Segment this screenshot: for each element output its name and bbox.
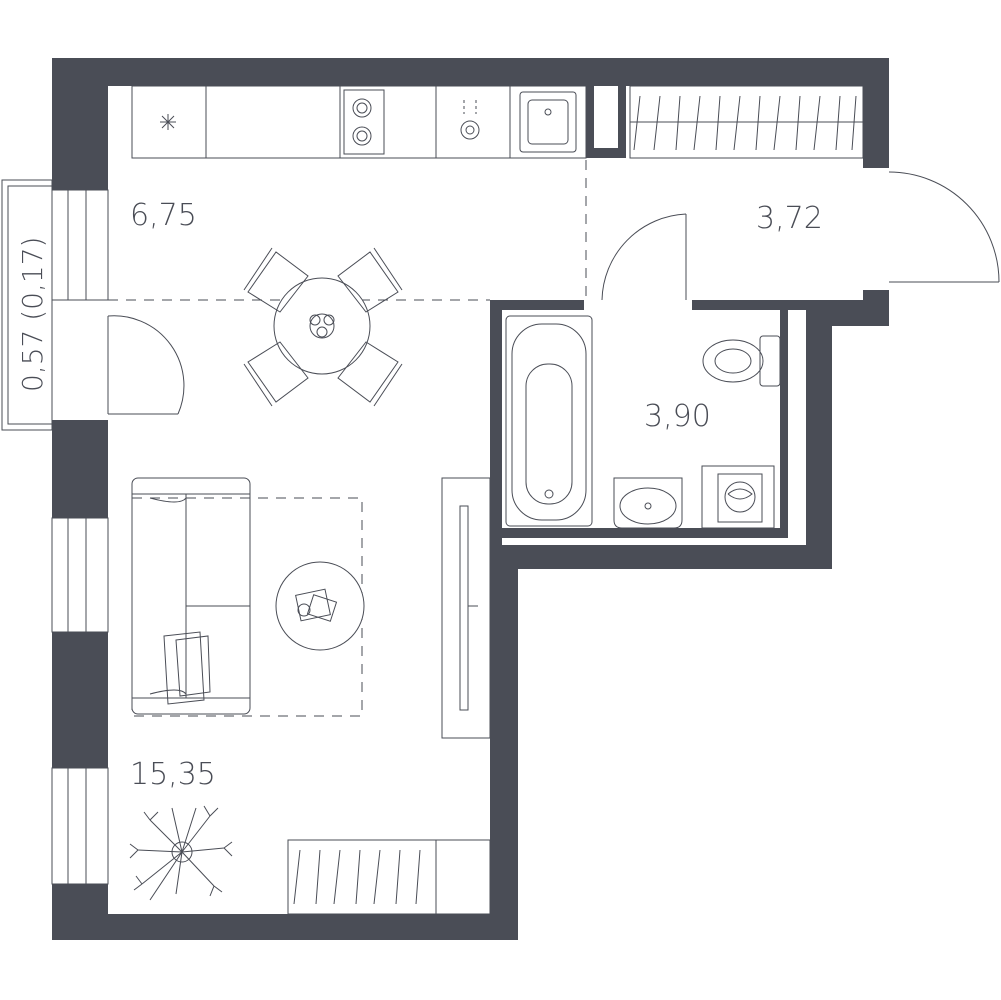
living-area-label: 15,35 [130, 757, 216, 792]
chairs [243, 247, 403, 407]
hall-wardrobe [629, 85, 864, 159]
toilet-icon [702, 335, 781, 387]
rug [131, 497, 363, 717]
windows [51, 189, 109, 885]
bathroom-sink-icon [613, 477, 683, 529]
coffee-table [275, 561, 365, 651]
balcony-area-label: 0,57 (0,17) [16, 237, 49, 392]
hall-area-label: 3,72 [756, 201, 823, 236]
faucet-icon [460, 100, 480, 140]
snowflake-icon [160, 114, 176, 130]
living-wardrobe [287, 839, 491, 915]
plant-icon [129, 805, 233, 901]
window-left-bottom [51, 767, 109, 885]
zone-dividers [108, 160, 587, 301]
window-left-top [51, 189, 109, 301]
dining-table [243, 247, 403, 407]
kitchen-area-label: 6,75 [130, 198, 197, 233]
kitchen-counter [131, 85, 587, 159]
flower-icon [309, 313, 335, 339]
washing-machine-icon [701, 465, 775, 529]
balcony-door [107, 315, 185, 415]
bathroom-fixtures [505, 315, 781, 529]
entrance-door [888, 171, 1000, 283]
area-labels: 6,75 3,72 3,90 15,35 0,57 (0,17) [16, 198, 823, 792]
cooktop-icon [343, 89, 385, 155]
bathroom-area-label: 3,90 [644, 399, 711, 434]
doors [107, 171, 1000, 415]
sofa [131, 477, 251, 715]
bathroom-door [601, 213, 687, 301]
pillow-icon [163, 631, 211, 705]
walls [52, 58, 889, 940]
kitchen-sink-icon [519, 91, 577, 153]
window-left-mid [51, 517, 109, 633]
bathtub-icon [505, 315, 593, 527]
balcony [1, 179, 53, 431]
tv-stand [441, 477, 491, 739]
